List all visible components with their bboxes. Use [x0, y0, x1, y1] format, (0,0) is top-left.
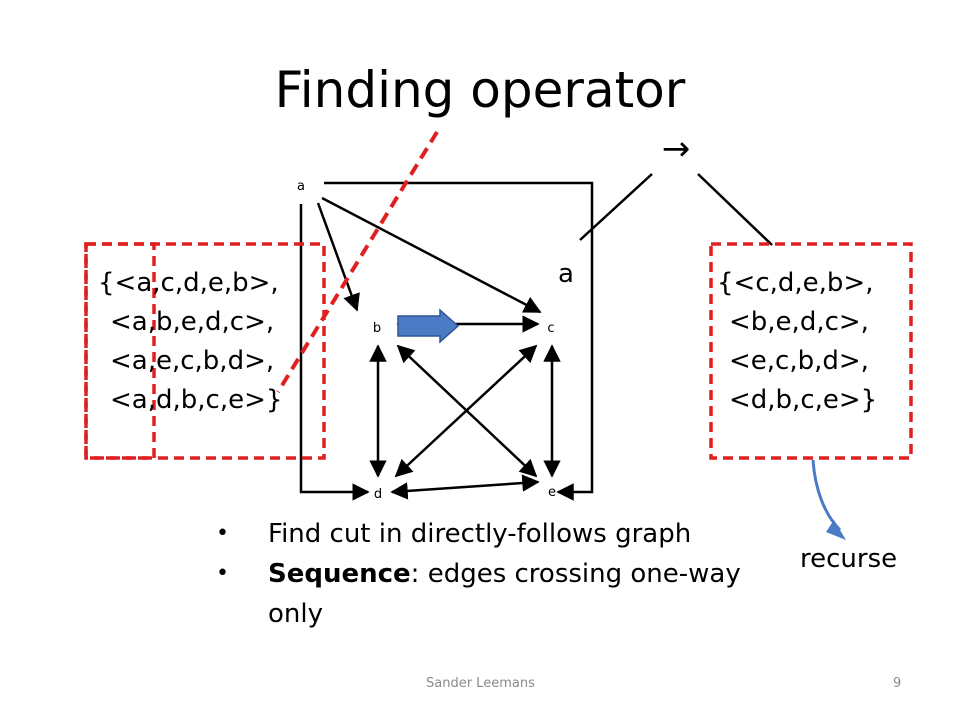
log-right-trace: {<c,d,e,b>,	[717, 268, 874, 298]
bullet-item: • Sequence: edges crossing one-way only	[216, 554, 776, 634]
sequence-operator-symbol: →	[662, 129, 691, 169]
bullet-text: Find cut in directly-follows graph	[268, 519, 692, 549]
log-box-left-outer	[84, 242, 326, 460]
graph-node-b: b	[373, 321, 381, 336]
recurse-arrow	[811, 459, 842, 532]
recurse-label: recurse	[800, 544, 898, 574]
bullet-dot-icon: •	[216, 521, 229, 546]
log-box-right	[709, 242, 913, 460]
event-log-right: {<c,d,e,b>, <b,e,d,c>, <e,c,b,d>, <d,b,c…	[717, 264, 877, 420]
edge-c-d	[394, 344, 538, 478]
highlight-arrow	[397, 308, 460, 344]
graph-node-e: e	[548, 485, 556, 500]
edge-a-to-d	[299, 204, 370, 501]
graph-node-a: a	[297, 179, 305, 194]
cut-line	[276, 130, 439, 394]
log-box-left-first-column	[84, 242, 156, 460]
recurse-arrow-head	[826, 520, 846, 540]
slide-title: Finding operator	[274, 61, 686, 119]
log-right-trace: <d,b,c,e>}	[729, 385, 878, 415]
log-right-trace: <e,c,b,d>,	[729, 346, 869, 376]
edge-a-to-c	[321, 196, 542, 314]
bullet-text: : edges crossing one-way only	[268, 559, 741, 629]
bullet-item: • Find cut in directly-follows graph	[216, 514, 776, 554]
graph-node-d: d	[374, 487, 382, 502]
event-log-left: {<a,c,d,e,b>, <a,b,e,d,c>, <a,e,c,b,d>, …	[98, 264, 282, 420]
log-left-trace: <a,e,c,b,d>,	[110, 346, 275, 376]
edge-d-e	[390, 474, 540, 500]
log-left-trace: {<a,c,d,e,b>,	[98, 268, 279, 298]
footer-author: Sander Leemans	[426, 676, 535, 691]
bullet-list: • Find cut in directly-follows graph • S…	[216, 514, 776, 634]
log-left-trace: <a,b,e,d,c>,	[110, 307, 275, 337]
graph-node-c: c	[547, 321, 554, 336]
bullet-dot-icon: •	[216, 561, 229, 586]
tree-leaf-label: a	[558, 259, 574, 289]
bullet-keyword: Sequence	[268, 559, 411, 589]
footer-page-number: 9	[893, 676, 902, 691]
edge-a-to-b	[316, 202, 360, 312]
log-left-trace: <a,d,b,c,e>}	[110, 385, 283, 415]
tree-edge-right	[697, 173, 773, 246]
edge-a-to-e	[324, 181, 594, 501]
directly-follows-graph: a b c d e	[297, 179, 594, 502]
log-right-trace: <b,e,d,c>,	[729, 307, 869, 337]
